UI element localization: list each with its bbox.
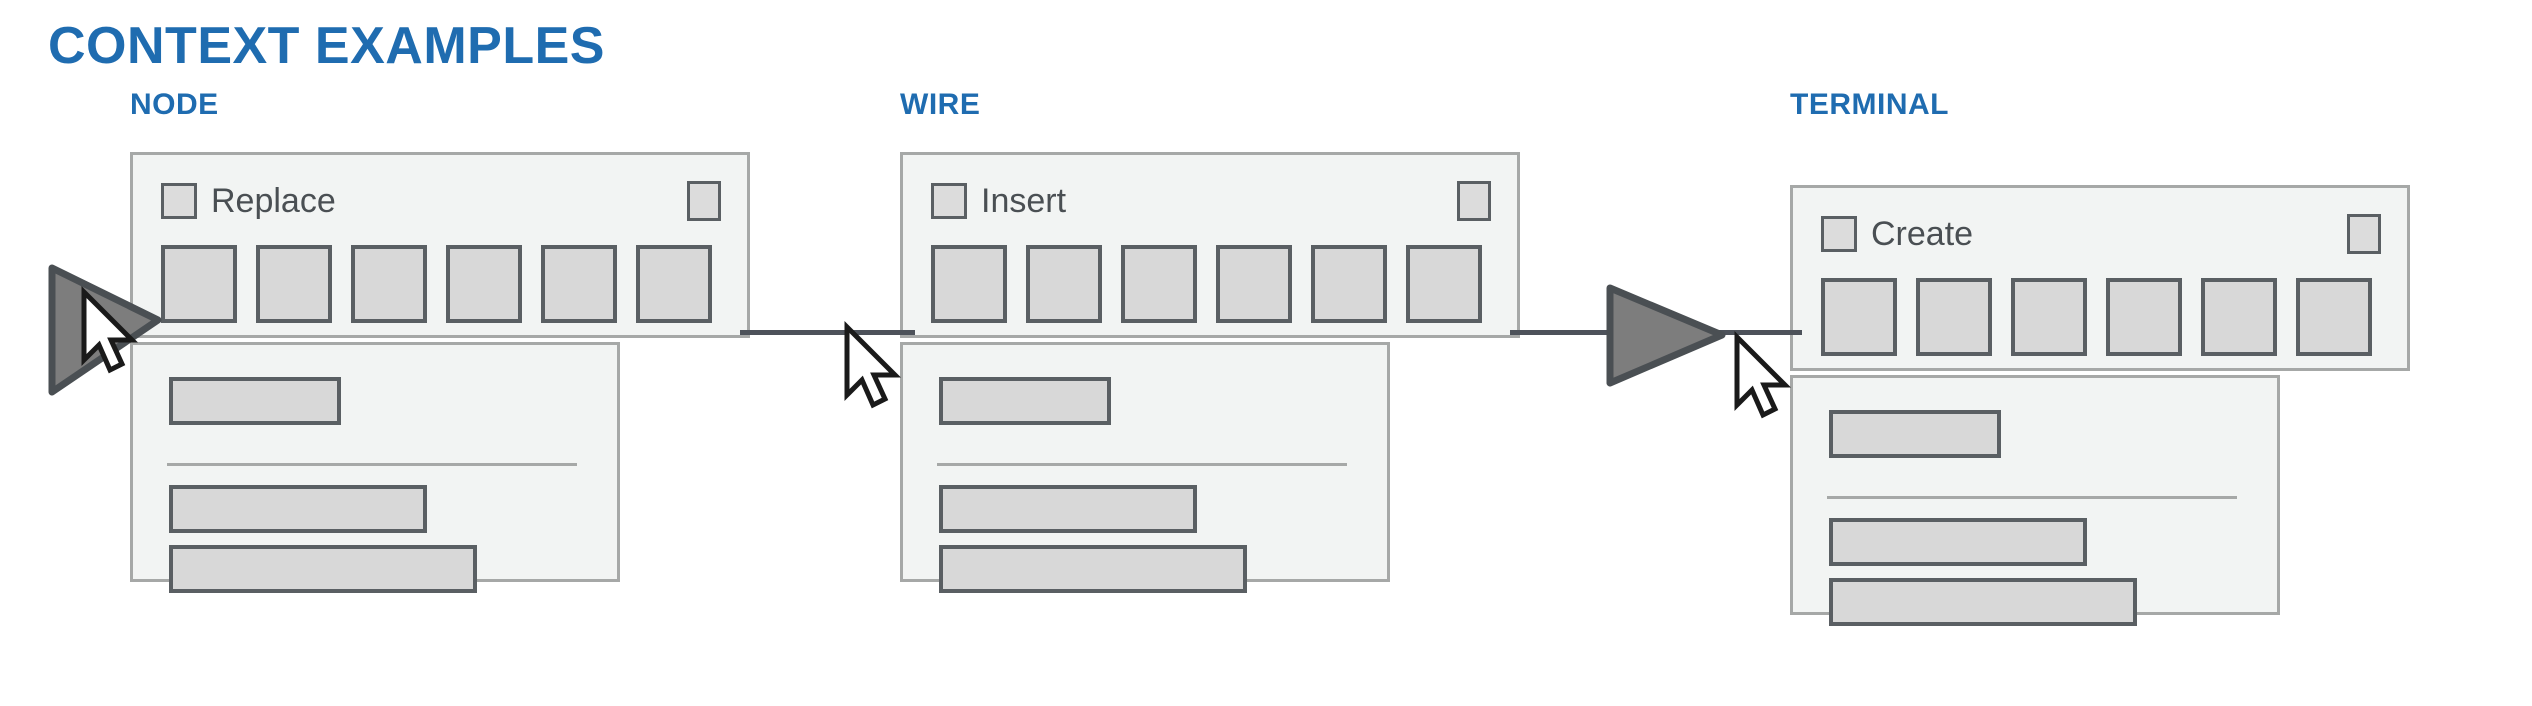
mouse-cursor-icon-1 <box>81 285 139 374</box>
wire-node-to-wire <box>740 330 915 335</box>
node-bottom-panel <box>130 342 620 593</box>
node-bar[interactable] <box>169 377 341 425</box>
terminal-bar[interactable] <box>1829 578 2137 626</box>
mouse-cursor-icon-3 <box>1734 330 1792 419</box>
wire-bottom-panel <box>900 342 1390 593</box>
node-cell[interactable] <box>256 245 332 323</box>
wire-wire-to-terminal <box>1510 330 1625 335</box>
terminal-cell[interactable] <box>2296 278 2372 356</box>
terminal-bar[interactable] <box>1829 518 2087 566</box>
node-cell[interactable] <box>161 245 237 323</box>
node-bar[interactable] <box>169 485 427 533</box>
wire-cell[interactable] <box>1311 245 1387 323</box>
wire-top-panel: Insert <box>900 152 1520 338</box>
terminal-cell[interactable] <box>1916 278 1992 356</box>
node-corner-button[interactable] <box>687 181 721 221</box>
terminal-cell[interactable] <box>2201 278 2277 356</box>
wire-cell[interactable] <box>1406 245 1482 323</box>
terminal-checkbox[interactable] <box>1821 216 1857 252</box>
node-divider <box>167 463 577 466</box>
page-title: CONTEXT EXAMPLES <box>48 17 605 75</box>
node-checkbox[interactable] <box>161 183 197 219</box>
group-title-node: NODE <box>130 88 219 121</box>
group-title-wire: WIRE <box>900 88 981 121</box>
terminal-cell[interactable] <box>1821 278 1897 356</box>
terminal-top-panel: Create <box>1790 185 2410 371</box>
terminal-cell[interactable] <box>2106 278 2182 356</box>
wire-cell[interactable] <box>931 245 1007 323</box>
wire-cell[interactable] <box>1216 245 1292 323</box>
node-checkbox-label: Replace <box>211 182 336 220</box>
terminal-cell[interactable] <box>2011 278 2087 356</box>
terminal-corner-button[interactable] <box>2347 214 2381 254</box>
wire-checkbox-label: Insert <box>981 182 1067 220</box>
node-top-panel: Replace <box>130 152 750 338</box>
wire-bar[interactable] <box>939 485 1197 533</box>
terminal-divider <box>1827 496 2237 499</box>
wire-cell[interactable] <box>1121 245 1197 323</box>
mouse-cursor-icon-2 <box>844 320 902 409</box>
wire-cell[interactable] <box>1026 245 1102 323</box>
node-cell[interactable] <box>351 245 427 323</box>
buffer-triangle-right <box>1606 284 1726 387</box>
wire-bar[interactable] <box>939 377 1111 425</box>
node-bar[interactable] <box>169 545 477 593</box>
terminal-bar[interactable] <box>1829 410 2001 458</box>
wire-terminal-input <box>1712 330 1802 335</box>
group-title-terminal: TERMINAL <box>1790 88 1949 121</box>
node-cell[interactable] <box>636 245 712 323</box>
wire-checkbox[interactable] <box>931 183 967 219</box>
node-cell[interactable] <box>446 245 522 323</box>
terminal-bottom-panel <box>1790 375 2280 626</box>
terminal-checkbox-label: Create <box>1871 215 1974 253</box>
wire-divider <box>937 463 1347 466</box>
node-cell[interactable] <box>541 245 617 323</box>
wire-corner-button[interactable] <box>1457 181 1491 221</box>
wire-bar[interactable] <box>939 545 1247 593</box>
